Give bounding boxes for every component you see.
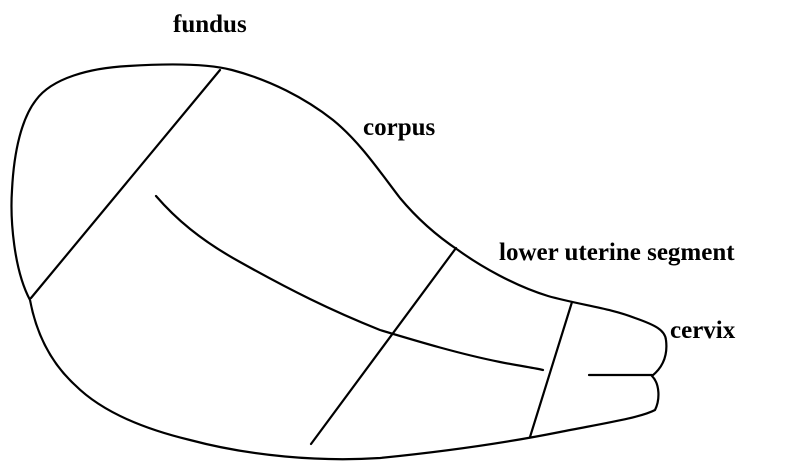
uterine-cavity (156, 196, 543, 370)
cervix-label: cervix (670, 318, 735, 343)
corpus-label: corpus (363, 115, 435, 140)
fundus-corpus-boundary (31, 70, 220, 298)
fundus-label: fundus (173, 12, 247, 37)
lower-uterine-segment-label: lower uterine segment (499, 240, 735, 265)
